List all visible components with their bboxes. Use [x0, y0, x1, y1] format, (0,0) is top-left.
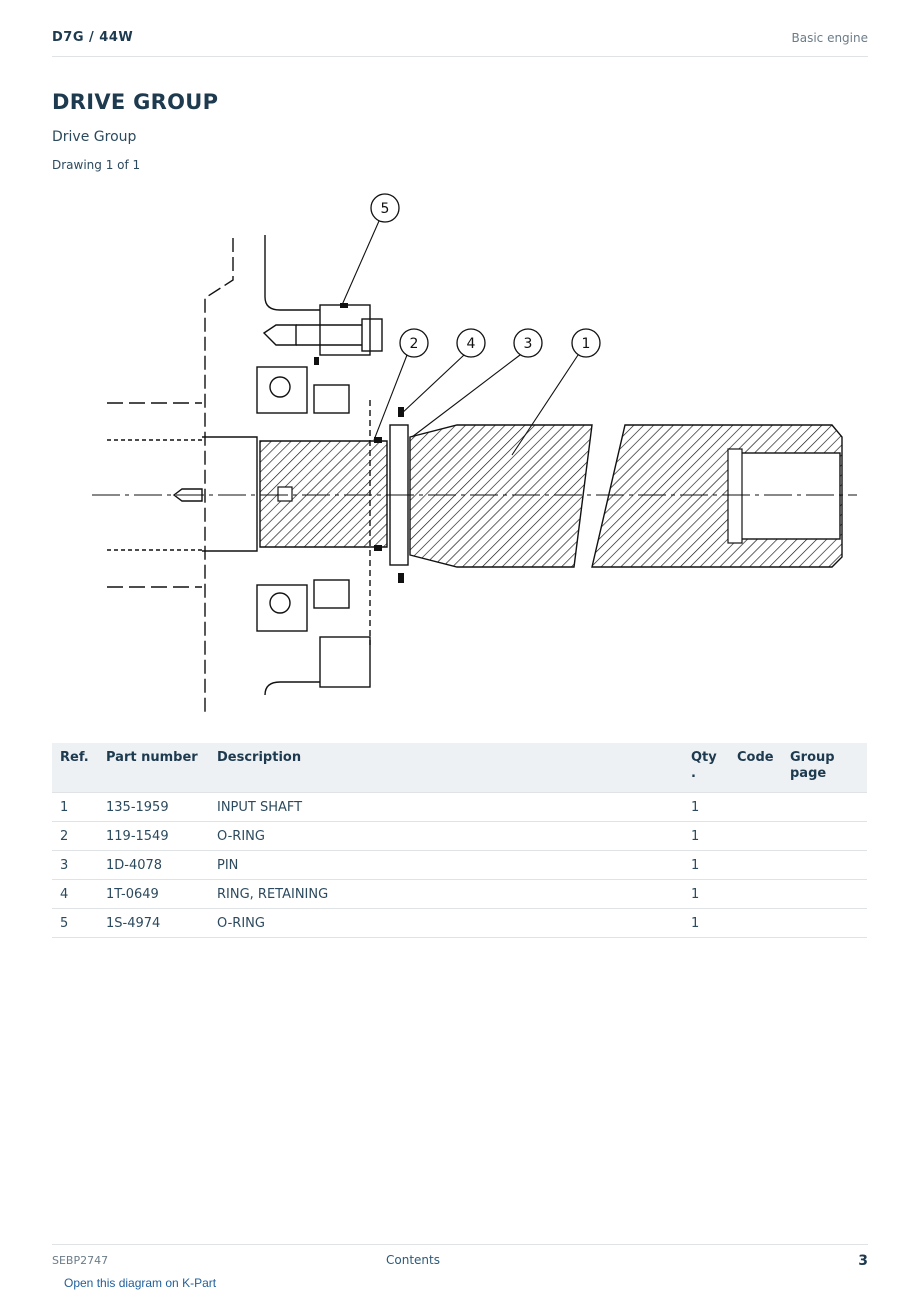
- cell-group-page: [782, 908, 867, 938]
- page-title: DRIVE GROUP: [52, 90, 219, 114]
- cell-part-number: 135-1959: [98, 792, 209, 822]
- model-label: D7G / 44W: [52, 30, 134, 45]
- cell-ref: 4: [52, 879, 98, 909]
- callout-4: 4: [467, 336, 476, 352]
- page-header: D7G / 44W Basic engine: [52, 28, 868, 57]
- cell-qty: 1: [683, 908, 729, 938]
- cell-ref: 3: [52, 850, 98, 880]
- table-row: 3 1D-4078 PIN 1: [52, 850, 867, 880]
- page-footer: SEBP2747 Contents 3: [52, 1244, 868, 1275]
- callout-2: 2: [410, 336, 419, 352]
- cell-part-number: 119-1549: [98, 821, 209, 851]
- col-ref: Ref.: [52, 743, 98, 793]
- cell-code: [729, 821, 782, 851]
- cell-code: [729, 792, 782, 822]
- table-row: 4 1T-0649 RING, RETAINING 1: [52, 879, 867, 909]
- contents-link[interactable]: Contents: [386, 1253, 440, 1267]
- cell-group-page: [782, 792, 867, 822]
- callout-3: 3: [524, 336, 533, 352]
- callout-1: 1: [582, 336, 591, 352]
- cell-description: O-RING: [209, 821, 683, 851]
- cell-description: INPUT SHAFT: [209, 792, 683, 822]
- cell-description: RING, RETAINING: [209, 879, 683, 909]
- cell-qty: 1: [683, 792, 729, 822]
- cell-qty: 1: [683, 821, 729, 851]
- col-code: Code: [729, 743, 782, 793]
- callout-5: 5: [381, 201, 390, 217]
- page-subtitle: Drive Group: [52, 129, 137, 145]
- cell-description: PIN: [209, 850, 683, 880]
- table-row: 2 119-1549 O-RING 1: [52, 821, 867, 851]
- table-row: 5 1S-4974 O-RING 1: [52, 908, 867, 938]
- cell-group-page: [782, 821, 867, 851]
- col-part-number: Part number: [98, 743, 209, 793]
- cell-ref: 1: [52, 792, 98, 822]
- col-qty: Qty .: [683, 743, 729, 793]
- drive-group-diagram: 5 2 4 3 1: [92, 193, 857, 715]
- cell-code: [729, 850, 782, 880]
- col-group-page: Group page: [782, 743, 867, 793]
- kpart-diagram-link[interactable]: Open this diagram on K-Part: [64, 1276, 217, 1290]
- cell-group-page: [782, 850, 867, 880]
- cell-ref: 5: [52, 908, 98, 938]
- cell-qty: 1: [683, 850, 729, 880]
- parts-table-header: Ref. Part number Description Qty . Code …: [52, 743, 867, 793]
- cell-group-page: [782, 879, 867, 909]
- page-number: 3: [858, 1253, 868, 1269]
- cell-code: [729, 908, 782, 938]
- document-id: SEBP2747: [52, 1254, 109, 1267]
- cell-ref: 2: [52, 821, 98, 851]
- parts-table: Ref. Part number Description Qty . Code …: [52, 743, 867, 938]
- drawing-count-label: Drawing 1 of 1: [52, 158, 141, 172]
- table-row: 1 135-1959 INPUT SHAFT 1: [52, 792, 867, 822]
- cell-part-number: 1S-4974: [98, 908, 209, 938]
- cell-description: O-RING: [209, 908, 683, 938]
- cell-part-number: 1D-4078: [98, 850, 209, 880]
- section-label: Basic engine: [791, 31, 868, 45]
- col-description: Description: [209, 743, 683, 793]
- cell-code: [729, 879, 782, 909]
- cell-qty: 1: [683, 879, 729, 909]
- cell-part-number: 1T-0649: [98, 879, 209, 909]
